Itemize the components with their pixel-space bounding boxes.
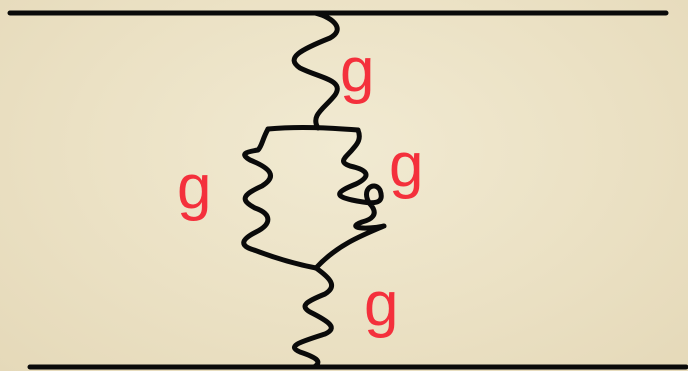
- spring-label-bottom: g: [364, 270, 399, 339]
- spring-top: [291, 10, 340, 131]
- spring-left: [241, 126, 319, 271]
- spring-bottom: [291, 265, 335, 370]
- spring-right: [313, 127, 387, 271]
- spring-label-right: g: [389, 131, 424, 200]
- spring-label-left: g: [177, 153, 212, 222]
- spring-label-top: g: [340, 36, 375, 105]
- junction-top: [265, 124, 361, 133]
